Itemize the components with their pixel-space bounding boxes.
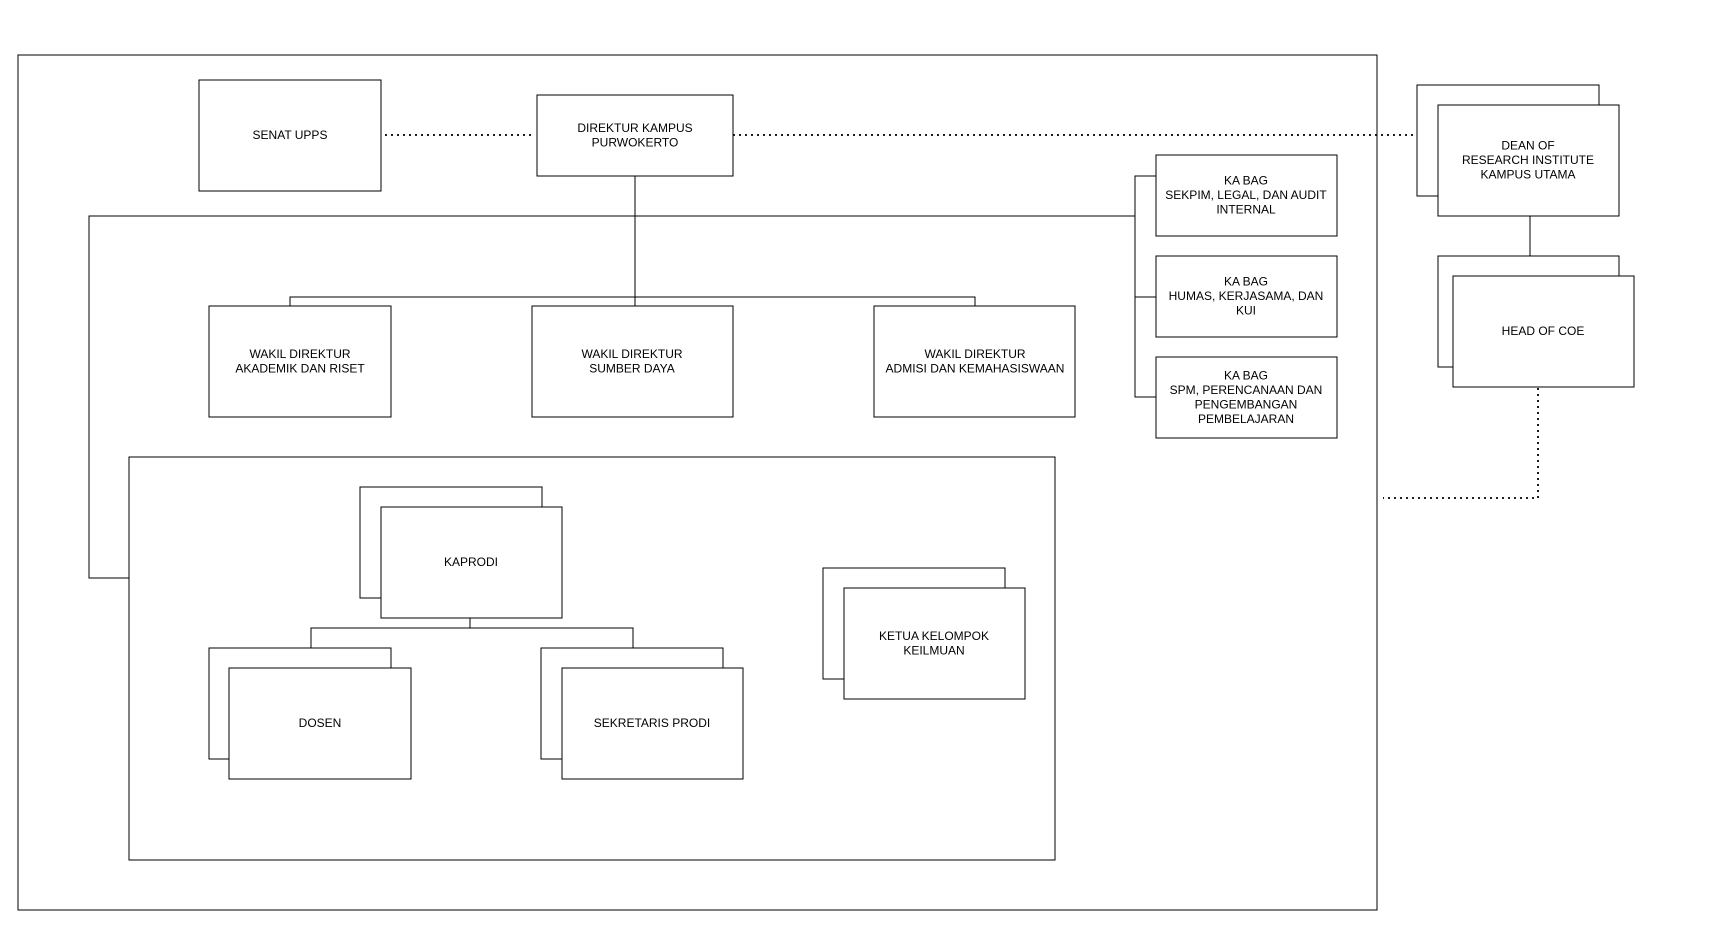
wadir-sumber-line-2: SUMBER DAYA bbox=[589, 361, 675, 375]
senat-upps-line-1: SENAT UPPS bbox=[253, 128, 328, 142]
sekretaris-label: SEKRETARIS PRODI bbox=[594, 716, 710, 730]
connector-left-branch bbox=[88, 215, 1135, 579]
sekretaris-line-1: SEKRETARIS PRODI bbox=[594, 716, 710, 730]
head-coe-line-1: HEAD OF COE bbox=[1502, 324, 1585, 338]
kabag-sekpim-line-3: INTERNAL bbox=[1216, 203, 1276, 217]
direktur-box bbox=[536, 94, 734, 177]
direktur-line-1: DIREKTUR KAMPUS bbox=[577, 121, 692, 135]
sekretaris-box bbox=[561, 667, 744, 780]
senat-upps-box bbox=[198, 79, 382, 192]
kaprodi-line-1: KAPRODI bbox=[444, 555, 498, 569]
kabag-spm-line-1: KA BAG bbox=[1224, 368, 1268, 382]
wadir-admisi-line-2: ADMISI DAN KEMAHASISWAAN bbox=[886, 361, 1065, 375]
dean-line-1: DEAN OF bbox=[1501, 139, 1554, 153]
wadir-admisi-box bbox=[873, 305, 1076, 418]
prodi-frame bbox=[128, 456, 1056, 861]
ketua-kk-box bbox=[843, 587, 1026, 700]
direktur-line-2: PURWOKERTO bbox=[592, 135, 679, 149]
kabag-humas-box bbox=[1155, 255, 1338, 338]
connector-kaprodi-bus bbox=[310, 627, 634, 648]
ketua-kk-line-2: KEILMUAN bbox=[903, 643, 964, 657]
kabag-spm-box bbox=[1155, 356, 1338, 439]
dean-box bbox=[1437, 104, 1620, 217]
senat-upps-label: SENAT UPPS bbox=[253, 128, 328, 142]
kabag-humas-line-1: KA BAG bbox=[1224, 275, 1268, 289]
connector-wadir-bus bbox=[289, 296, 976, 306]
dosen-box bbox=[228, 667, 412, 780]
wadir-admisi-line-1: WAKIL DIREKTUR bbox=[924, 347, 1025, 361]
kabag-spm-line-4: PEMBELAJARAN bbox=[1198, 412, 1294, 426]
dean-line-3: KAMPUS UTAMA bbox=[1480, 168, 1575, 182]
wadir-sumber-line-1: WAKIL DIREKTUR bbox=[581, 347, 682, 361]
campus-frame bbox=[17, 54, 1378, 911]
kaprodi-label: KAPRODI bbox=[444, 555, 498, 569]
wadir-akademik-box bbox=[208, 305, 392, 418]
kabag-spm-line-3: PENGEMBANGAN bbox=[1195, 397, 1298, 411]
kaprodi-box bbox=[380, 506, 563, 619]
ketua-kk-line-1: KETUA KELOMPOK bbox=[879, 629, 989, 643]
wadir-akademik-line-1: WAKIL DIREKTUR bbox=[249, 347, 350, 361]
kabag-humas-line-2: HUMAS, KERJASAMA, DAN bbox=[1169, 289, 1324, 303]
kabag-sekpim-line-1: KA BAG bbox=[1224, 174, 1268, 188]
dosen-line-1: DOSEN bbox=[299, 716, 342, 730]
dean-line-2: RESEARCH INSTITUTE bbox=[1462, 153, 1594, 167]
dotted-connector-coe bbox=[1383, 388, 1539, 499]
wadir-akademik-line-2: AKADEMIK DAN RISET bbox=[235, 361, 365, 375]
kabag-spm-line-2: SPM, PERENCANAAN DAN bbox=[1170, 383, 1323, 397]
head-coe-box bbox=[1452, 275, 1635, 388]
wadir-sumber-box bbox=[531, 305, 734, 418]
dosen-label: DOSEN bbox=[299, 716, 342, 730]
connector-kabag-bracket bbox=[1134, 175, 1156, 398]
head-coe-label: HEAD OF COE bbox=[1502, 324, 1585, 338]
kabag-sekpim-line-2: SEKPIM, LEGAL, DAN AUDIT bbox=[1165, 188, 1327, 202]
kabag-sekpim-box bbox=[1155, 154, 1338, 237]
kabag-humas-line-3: KUI bbox=[1236, 304, 1256, 318]
